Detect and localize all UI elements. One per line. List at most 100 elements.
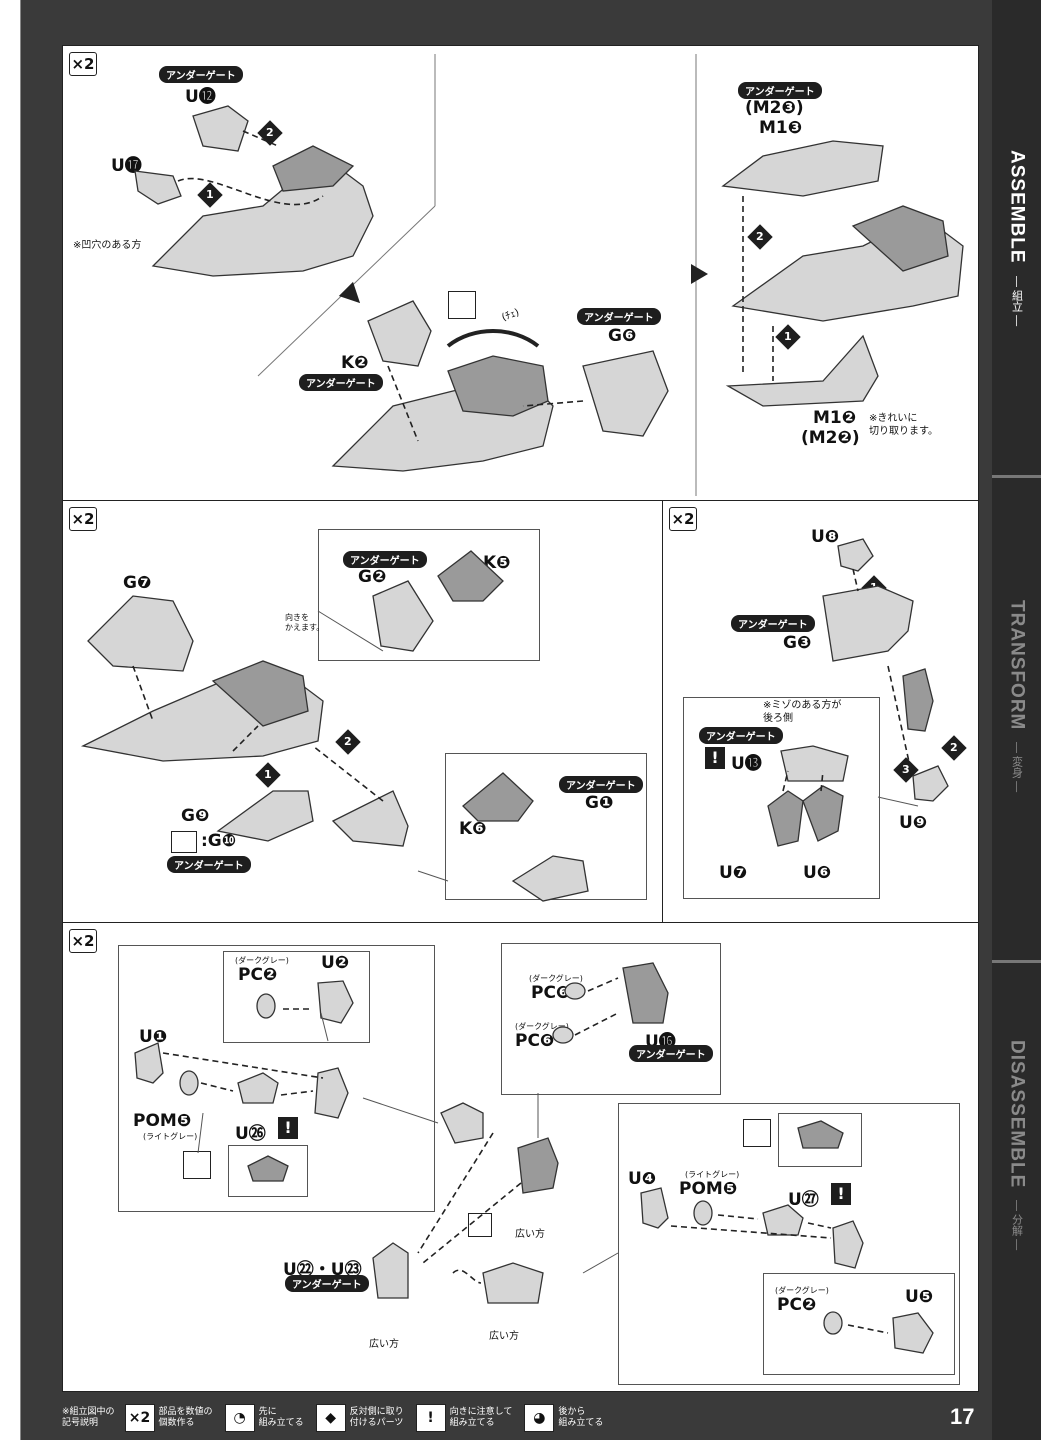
part-label-m2-3: (M2❸) (745, 98, 804, 118)
part-label-g1: G❶ (585, 793, 614, 813)
wing-part-drawing (134, 105, 374, 277)
legend-item-text: 反対側に取り 付けるパーツ (349, 1407, 404, 1428)
part-label-u27: U㉗ (788, 1190, 819, 1210)
assemble-first-icon (448, 291, 476, 319)
caution-icon: ! (415, 1404, 446, 1432)
part-label-g2: G❷ (358, 567, 387, 587)
pom5-color-note: (ライトグレー) (143, 1132, 198, 1141)
legend-item-text: 部品を数値の 個数作る (158, 1407, 213, 1428)
sidebar-item-disassemble[interactable]: DISASSEMBLE — 分解 — (1006, 1040, 1028, 1251)
shoulder-part-drawing (134, 962, 934, 1354)
opposite-side-icon (171, 831, 197, 853)
under-gate-tag: アンダーゲート (731, 615, 815, 632)
part-label-m1-3: M1❸ (759, 118, 803, 138)
opposite-side-icon: ◆ (315, 1404, 346, 1432)
part-label-u4: U❹ (628, 1169, 657, 1189)
part-label-g6: G❻ (608, 326, 637, 346)
legend-item: ×2 部品を数値の 個数作る (124, 1404, 213, 1432)
multiplier-badge: ×2 (69, 929, 97, 953)
part-label-g9: G❾ (181, 806, 210, 826)
wide-side-label: 広い方 (489, 1331, 519, 1342)
part-label-u26: U㉖ (235, 1124, 266, 1144)
part-label-u9: U❾ (899, 813, 928, 833)
inset-box-detail (778, 1113, 862, 1167)
pom5-color-note: (ライトグレー) (685, 1170, 740, 1179)
part-label-m2-2: (M2❷) (801, 428, 860, 448)
part-label-pom5: POM❺ (133, 1111, 192, 1131)
page-number: 17 (950, 1404, 975, 1429)
wide-side-label: 広い方 (369, 1339, 399, 1350)
part-label-u12: U⓬ (185, 87, 216, 107)
part-label-u6: U❻ (803, 863, 832, 883)
panel-assembly-2: ×2 G❼ アンダーゲート G❷ K❺ 向きを かえます。 1 2 G❾ :G❿… (62, 500, 664, 924)
under-gate-tag: アンダーゲート (343, 551, 427, 568)
legend-heading: ※組立図中の 記号説明 (62, 1407, 115, 1428)
multiplier-icon: ×2 (124, 1404, 155, 1432)
legend-item: ◕ 後から 組み立てる (524, 1404, 603, 1432)
panel-divider (257, 54, 708, 496)
caution-icon: ! (705, 747, 725, 769)
symbol-legend: ※組立図中の 記号説明 ×2 部品を数値の 個数作る ◔ 先に 組み立てる ◆ … (62, 1402, 615, 1434)
part-label-u5: U❺ (905, 1287, 934, 1307)
part-label-u13: U⓭ (731, 754, 762, 774)
sidebar-item-transform[interactable]: TRANSFORM — 変身 — (1006, 600, 1028, 793)
panel-assembly-4: ×2 (ダークグレー) PC❷ U❷ U❶ POM❺ (ライトグレー) U㉖ !… (62, 922, 979, 1392)
hip-part-drawing (331, 300, 669, 472)
multiplier-badge: ×2 (69, 507, 97, 531)
pc6-color-note: (ダークグレー) (515, 1022, 569, 1031)
section-sidebar: ASSEMBLE — 組立 — TRANSFORM — 変身 — DISASSE… (992, 0, 1041, 1440)
skirt-part-drawing (80, 550, 589, 902)
part-label-g3: G❸ (783, 633, 812, 653)
under-gate-tag: アンダーゲート (285, 1275, 369, 1292)
part-label-k6: K❻ (459, 819, 487, 839)
under-gate-tag: アンダーゲート (577, 308, 661, 325)
part-label-m1-2: M1❷ (813, 408, 857, 428)
part-label-g10: :G❿ (201, 831, 237, 851)
part-label-pc6-a: PC❻ (531, 983, 571, 1003)
note-groove-back: ※ミゾのある方が 後ろ側 (763, 700, 842, 724)
panel-assembly-1: ×2 アンダーゲート U⓬ U⓱ ※凹穴のある方 2 1 (ﾁｪ) K❷ アンダ… (62, 45, 979, 502)
part-label-pc2: PC❷ (238, 965, 278, 985)
multiplier-badge: ×2 (69, 52, 97, 76)
legend-item: ! 向きに注意して 組み立てる (415, 1404, 513, 1432)
part-label-u1: U❶ (139, 1027, 168, 1047)
under-gate-tag: アンダーゲート (699, 727, 783, 744)
under-gate-tag: アンダーゲート (738, 82, 822, 99)
sidebar-divider (992, 960, 1041, 963)
under-gate-tag: アンダーゲート (299, 374, 383, 391)
pc6-color-note: (ダークグレー) (529, 974, 583, 983)
assemble-first-icon (743, 1119, 771, 1147)
legend-item-text: 先に 組み立てる (258, 1407, 304, 1428)
sidebar-divider (992, 475, 1041, 478)
wide-side-label: 広い方 (515, 1229, 545, 1240)
pc2-color-note: (ダークグレー) (235, 956, 289, 965)
multiplier-badge: ×2 (669, 507, 697, 531)
inset-box-pc6 (501, 943, 721, 1095)
under-gate-tag: アンダーゲート (167, 856, 251, 873)
caution-icon: ! (831, 1183, 851, 1205)
legend-item-text: 後から 組み立てる (558, 1407, 604, 1428)
waist-part-drawing (721, 140, 964, 407)
under-gate-tag: アンダーゲート (559, 776, 643, 793)
note-cut-cleanly: ※きれいに 切り取ります。 (869, 413, 938, 437)
joint-part-drawing (767, 538, 949, 847)
pc2-color-note: (ダークグレー) (775, 1286, 829, 1295)
part-label-k2: K❷ (341, 353, 369, 373)
assemble-first-icon: ◔ (224, 1404, 255, 1432)
part-label-u2: U❷ (321, 953, 350, 973)
part-label-pc2: PC❷ (777, 1295, 817, 1315)
part-label-g7: G❼ (123, 573, 152, 593)
assemble-first-icon (183, 1151, 211, 1179)
assemble-later-icon: ◕ (524, 1404, 555, 1432)
under-gate-tag: アンダーゲート (629, 1045, 713, 1062)
part-label-pom5: POM❺ (679, 1179, 738, 1199)
part-label-u8: U❽ (811, 527, 840, 547)
panel-assembly-3: ×2 U❽ 1 アンダーゲート G❸ ※ミゾのある方が 後ろ側 アンダーゲート … (662, 500, 979, 924)
legend-item: ◔ 先に 組み立てる (224, 1404, 304, 1432)
note-hole-side: ※凹穴のある方 (73, 240, 142, 251)
part-label-pc6-b: PC❻ (515, 1031, 555, 1051)
note-change-direction: 向きを かえます。 (285, 613, 325, 632)
part-label-u17: U⓱ (111, 156, 142, 176)
legend-item-text: 向きに注意して 組み立てる (449, 1407, 513, 1428)
sidebar-item-assemble[interactable]: ASSEMBLE — 組立 — (1006, 150, 1028, 326)
